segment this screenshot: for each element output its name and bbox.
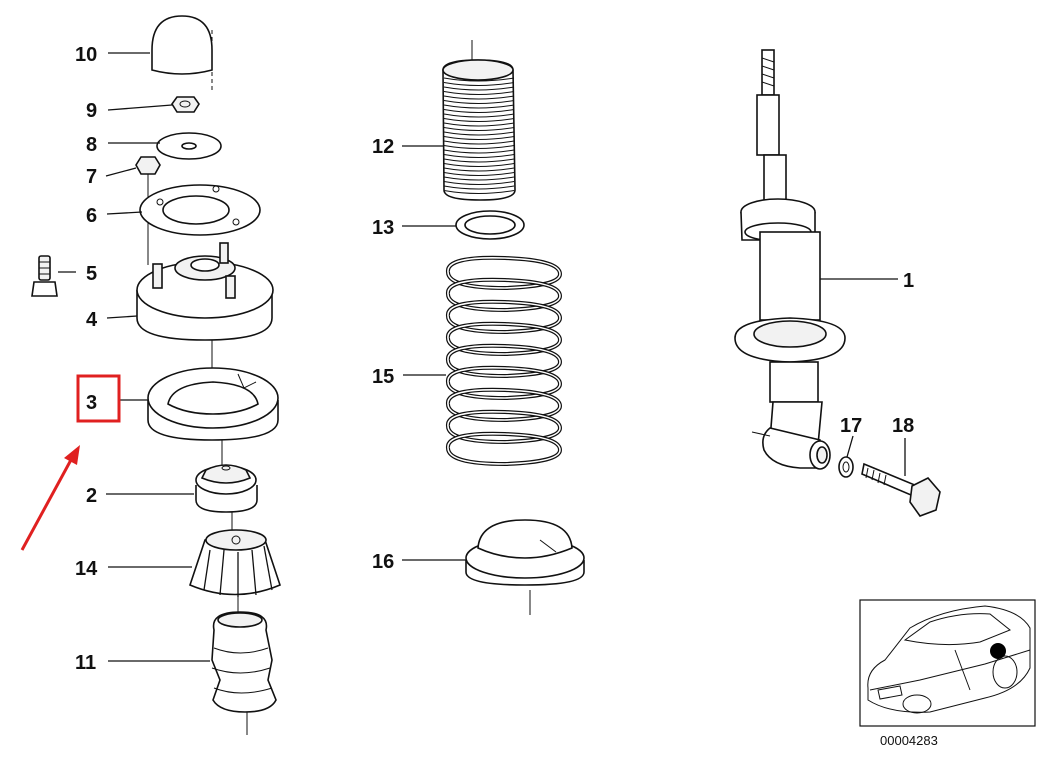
boot-rib — [443, 127, 515, 131]
spring-coil-highlight — [447, 366, 561, 399]
car-outline — [867, 605, 1031, 714]
callout-4: 4 — [86, 309, 98, 331]
boot-rib — [443, 136, 515, 140]
boot-rib — [443, 104, 515, 109]
callout-15: 15 — [372, 366, 394, 388]
boot-rib — [443, 77, 515, 82]
callout-14: 14 — [75, 558, 98, 580]
spring-coil-highlight — [447, 300, 561, 333]
spring-coils — [446, 255, 563, 467]
boot-rib — [443, 91, 515, 95]
boot-rib — [443, 190, 515, 194]
highlight-arrow — [20, 457, 74, 551]
part-2-bump-cap — [195, 464, 258, 513]
spring-coil-highlight — [447, 322, 561, 355]
boot-rib — [443, 176, 515, 181]
part-4-mount — [136, 242, 274, 341]
leader-lines — [58, 52, 906, 662]
part-15-coil-spring — [446, 255, 563, 467]
callout-9: 9 — [86, 100, 97, 122]
boot-rib — [443, 109, 515, 113]
callout-8: 8 — [86, 134, 97, 156]
highlight-annotation — [20, 374, 121, 551]
boot-rib — [443, 113, 515, 118]
boot-rib — [443, 131, 515, 136]
callout-3: 3 — [86, 392, 97, 414]
part-5-bolt — [31, 255, 58, 297]
callout-5: 5 — [86, 263, 97, 285]
boot-rib — [443, 82, 515, 86]
callout-10: 10 — [75, 44, 97, 66]
boot-rib — [443, 145, 515, 149]
spring-coil-highlight — [447, 410, 561, 443]
part-6-plate — [139, 184, 261, 236]
boot-rib — [443, 122, 515, 127]
spring-coil-highlight — [447, 388, 561, 421]
spring-coil-highlight — [447, 344, 561, 377]
boot-rib — [443, 163, 515, 167]
part-12-boot — [442, 59, 516, 201]
boot-rib — [443, 118, 515, 122]
rear-position-marker — [990, 643, 1006, 659]
callout-12: 12 — [372, 136, 394, 158]
car-locator-inset — [859, 599, 1036, 727]
drawing-number: 00004283 — [880, 733, 938, 748]
callout-18: 18 — [892, 415, 914, 437]
spring-coil-highlight — [447, 256, 561, 289]
part-17-washer — [838, 456, 854, 478]
spring-coil-highlight — [447, 278, 561, 311]
part-14-protector — [189, 529, 281, 597]
part-16-spring-seat — [465, 519, 585, 586]
callout-labels: 10 9 8 7 6 5 4 3 2 14 11 12 13 15 16 1 1… — [75, 44, 914, 674]
boot-rib — [443, 172, 515, 176]
boot-rib — [443, 95, 515, 100]
part-3-ring — [147, 367, 279, 441]
boot-rib — [443, 149, 515, 154]
boot-ribs — [443, 77, 515, 194]
callout-2: 2 — [86, 485, 97, 507]
boot-rib — [443, 154, 515, 158]
boot-rib — [443, 181, 515, 185]
callout-16: 16 — [372, 551, 394, 573]
middle-stack — [442, 40, 585, 615]
part-13-spring-pad — [455, 210, 525, 240]
part-8-washer — [156, 132, 222, 160]
callout-6: 6 — [86, 205, 97, 227]
part-18-bolt — [861, 462, 941, 517]
part-9-nut — [171, 96, 200, 113]
callout-17: 17 — [840, 415, 862, 437]
boot-rib — [443, 167, 515, 172]
inset-frame — [859, 599, 1036, 727]
highlight-arrow-head — [64, 445, 80, 465]
callout-13: 13 — [372, 217, 394, 239]
boot-rib — [443, 140, 515, 145]
boot-rib — [443, 100, 515, 104]
part-10-cap — [151, 15, 213, 75]
boot-rib — [443, 158, 515, 163]
callout-7: 7 — [86, 166, 97, 188]
highlight-box — [76, 374, 121, 423]
left-stack — [31, 15, 281, 735]
callout-1: 1 — [903, 270, 914, 292]
part-11-bump-stop — [211, 611, 277, 713]
callout-11: 11 — [75, 652, 96, 674]
part-1-damper — [734, 49, 846, 470]
boot-rib — [443, 185, 515, 190]
shock-absorber — [734, 49, 941, 517]
boot-rib — [443, 86, 515, 91]
spring-coil-highlight — [447, 432, 561, 465]
